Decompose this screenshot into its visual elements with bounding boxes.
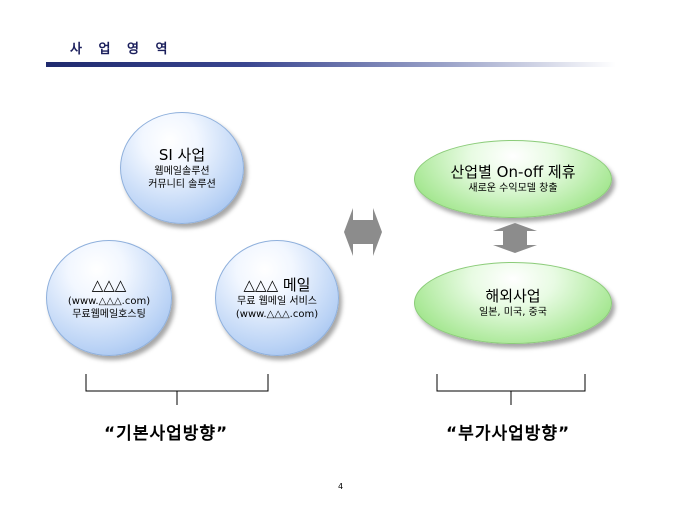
aaa-mail-line2: (www.△△△.com) — [235, 309, 319, 320]
page-title: 사 업 영 역 — [70, 42, 174, 57]
aaa-mail-title: △△△ 메일 — [243, 276, 311, 294]
si-business-circle: SI 사업 웹메일솔루션 커뮤니티 솔루션 — [120, 112, 244, 224]
si-business-line1: 웹메일솔루션 — [154, 166, 210, 177]
industry-partnership-line1: 새로운 수익모델 창출 — [468, 183, 558, 194]
left-right-arrow-icon — [344, 208, 382, 256]
additional-business-direction: “부가사업방향” — [446, 424, 571, 444]
industry-partnership-title: 산업별 On-off 제휴 — [450, 163, 576, 181]
aaa-mail-line1: 무료 웹메일 서비스 — [237, 296, 317, 307]
aaa-circle: △△△ (www.△△△.com) 무료웹메일호스팅 — [46, 240, 172, 356]
aaa-title: △△△ — [91, 276, 127, 294]
overseas-business-title: 해외사업 — [485, 287, 541, 305]
title-underline — [46, 62, 616, 67]
overseas-business-ellipse: 해외사업 일본, 미국, 중국 — [414, 262, 612, 344]
aaa-mail-circle: △△△ 메일 무료 웹메일 서비스 (www.△△△.com) — [215, 240, 339, 356]
aaa-line2: 무료웹메일호스팅 — [72, 309, 146, 320]
basic-business-direction: “기본사업방향” — [104, 424, 229, 444]
overseas-business-line1: 일본, 미국, 중국 — [479, 307, 547, 318]
page-number: 4 — [338, 482, 344, 491]
left-group-bracket — [85, 374, 269, 405]
si-business-title: SI 사업 — [158, 146, 206, 164]
right-group-bracket — [436, 374, 586, 405]
si-business-line2: 커뮤니티 솔루션 — [148, 179, 216, 190]
aaa-line1: (www.△△△.com) — [67, 296, 151, 307]
up-down-arrow-icon — [493, 223, 537, 253]
industry-partnership-ellipse: 산업별 On-off 제휴 새로운 수익모델 창출 — [414, 140, 612, 218]
